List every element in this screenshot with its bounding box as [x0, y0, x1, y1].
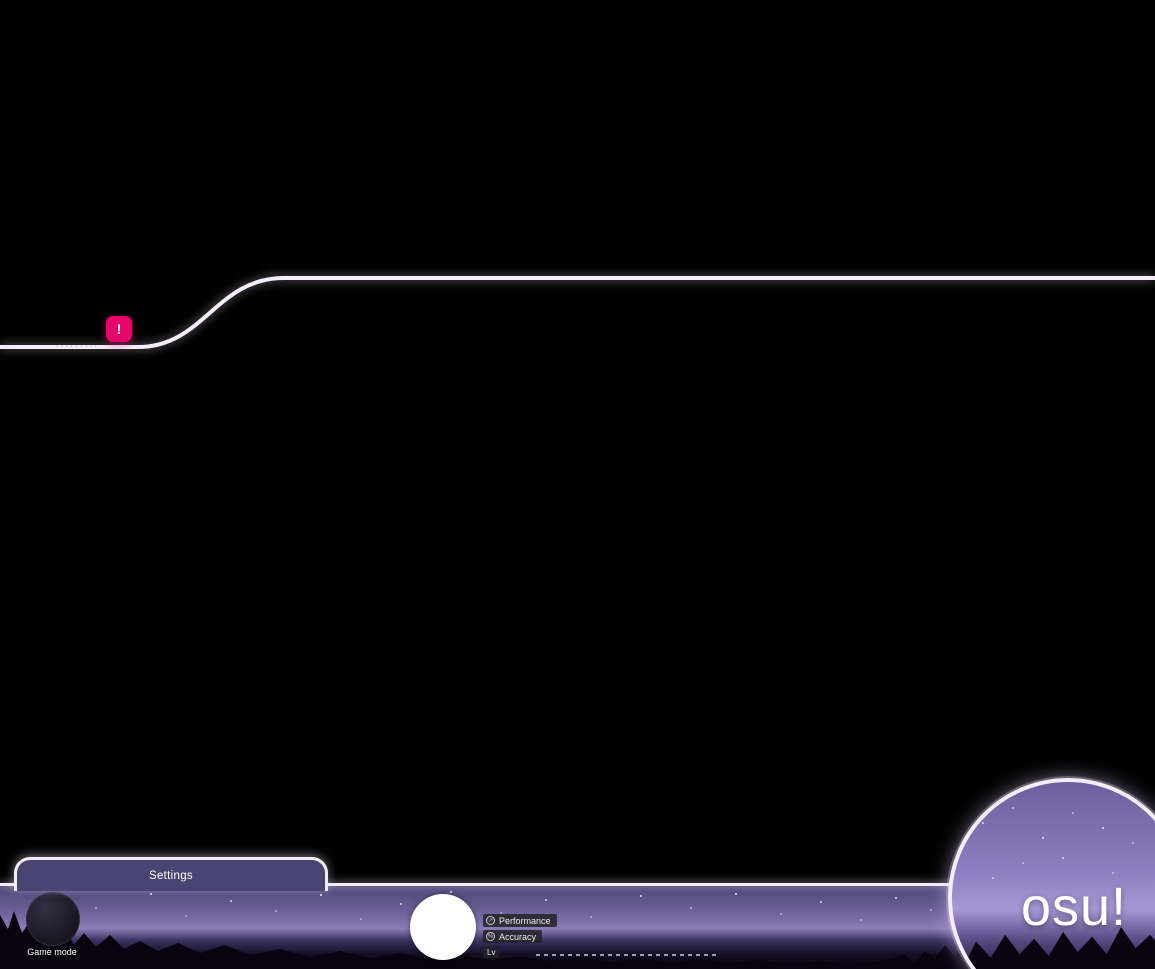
game-mode-label: Game mode — [27, 947, 77, 957]
performance-label: Performance — [499, 915, 551, 926]
trees-silhouette — [0, 911, 1155, 969]
osu-logo-text: osu! — [1020, 877, 1128, 937]
performance-icon — [486, 916, 495, 925]
notification-button[interactable]: ! — [106, 316, 132, 342]
profile-stats: Performance Accuracy Lv — [483, 914, 557, 958]
accuracy-badge: Accuracy — [483, 930, 543, 943]
trees-silhouette — [952, 927, 1155, 969]
user-avatar[interactable] — [410, 894, 476, 960]
game-mode-button[interactable] — [26, 892, 80, 946]
panel-top-border — [0, 276, 1155, 349]
bottom-bar-border — [0, 883, 1155, 886]
performance-badge: Performance — [483, 914, 557, 927]
settings-tab[interactable]: Settings — [14, 857, 328, 891]
level-badge: Lv — [483, 946, 500, 958]
accuracy-label: Accuracy — [499, 931, 537, 942]
accuracy-icon — [486, 932, 495, 941]
level-progress — [536, 954, 720, 956]
osu-logo-button[interactable]: osu! — [948, 778, 1155, 969]
settings-label: Settings — [149, 869, 193, 882]
panel-handle-dots: ········· — [56, 343, 100, 350]
